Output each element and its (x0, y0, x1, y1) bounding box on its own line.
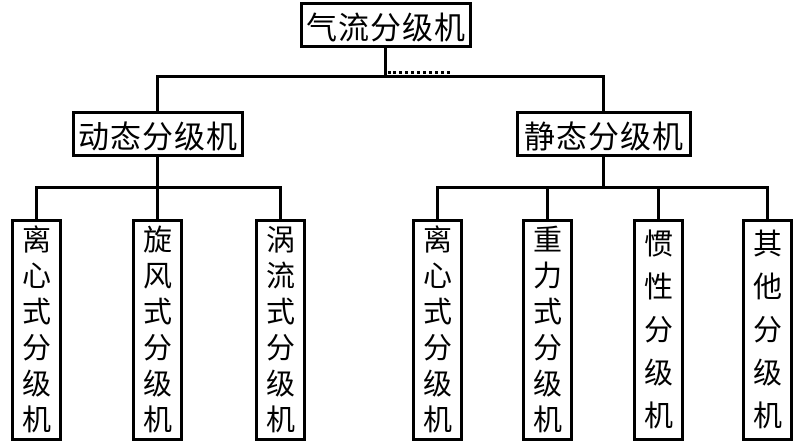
node-gravity-classifier: 重力式分级机 (522, 219, 573, 441)
node-centrifugal-classifier-dynamic: 离心式分级机 (11, 219, 62, 441)
connector-dynamic-bottom (156, 157, 159, 189)
connector-level1-horizontal (156, 75, 605, 78)
node-centrifugal-classifier-static-label: 离心式分级机 (422, 223, 452, 437)
node-vortex-classifier: 涡流式分级机 (255, 219, 306, 441)
connector-root-vertical (384, 48, 387, 78)
connector-leaf-centrifugal-dynamic (35, 186, 38, 219)
node-other-classifier-label: 其他分级机 (752, 226, 782, 433)
connector-leaf-cyclone (156, 186, 159, 219)
node-dynamic-classifier: 动态分级机 (72, 111, 244, 157)
node-inertial-classifier-label: 惯性分级机 (643, 226, 673, 433)
node-gravity-classifier-label: 重力式分级机 (532, 223, 562, 437)
node-airflow-classifier: 气流分级机 (300, 2, 472, 48)
node-static-classifier: 静态分级机 (516, 111, 692, 157)
node-vortex-classifier-label: 涡流式分级机 (265, 223, 295, 437)
node-airflow-classifier-label: 气流分级机 (306, 10, 466, 47)
node-cyclone-classifier: 旋风式分级机 (132, 219, 183, 441)
connector-static-bottom (602, 157, 605, 189)
node-centrifugal-classifier-dynamic-label: 离心式分级机 (21, 223, 51, 437)
node-centrifugal-classifier-static: 离心式分级机 (412, 219, 463, 441)
connector-leaf-gravity (546, 186, 549, 219)
node-static-classifier-label: 静态分级机 (524, 119, 684, 156)
connector-leaf-other (766, 186, 769, 219)
dotted-line (388, 71, 450, 74)
node-inertial-classifier: 惯性分级机 (633, 219, 684, 441)
connector-leaf-centrifugal-static (436, 186, 439, 219)
node-other-classifier: 其他分级机 (742, 219, 793, 441)
node-dynamic-classifier-label: 动态分级机 (78, 119, 238, 156)
connector-leaf-inertial (657, 186, 660, 219)
connector-static-top (602, 75, 605, 111)
connector-leaf-vortex (279, 186, 282, 219)
connector-static-horizontal (436, 186, 769, 189)
connector-dynamic-top (156, 75, 159, 111)
node-cyclone-classifier-label: 旋风式分级机 (142, 223, 172, 437)
